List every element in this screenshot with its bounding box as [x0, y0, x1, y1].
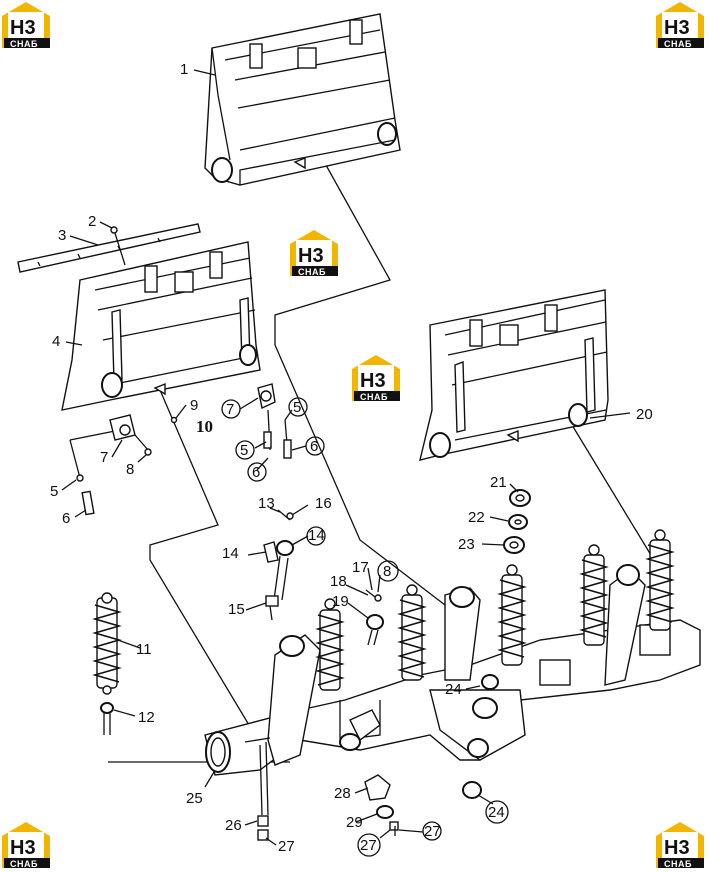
callout-21: 21: [490, 474, 507, 491]
callout-14-circled: 14: [308, 527, 325, 544]
callout-2: 2: [88, 213, 96, 230]
callout-11: 11: [136, 641, 152, 658]
brand-logo-top-right: H3 CHAБ: [656, 2, 704, 49]
svg-text:CHAБ: CHAБ: [664, 39, 692, 49]
spring-11: [92, 592, 122, 695]
callout-7: 7: [100, 449, 108, 466]
callout-18: 18: [330, 573, 347, 590]
callout-19: 19: [332, 593, 349, 610]
callout-24-circled: 24: [488, 804, 505, 821]
push-frame-25: [204, 564, 701, 816]
washer-stack: [503, 489, 531, 554]
callout-12: 12: [138, 709, 155, 726]
blade-20: [419, 289, 609, 461]
svg-text:H3: H3: [360, 370, 386, 392]
rod-12: [100, 702, 114, 735]
frame-springs: [315, 529, 675, 691]
callout-6: 6: [62, 510, 70, 527]
brand-logo-top-left: H3 CHAБ: [2, 2, 50, 49]
svg-text:CHAБ: CHAБ: [10, 39, 38, 49]
callout-7-circled: 7: [226, 401, 234, 418]
callout-13: 13: [258, 495, 275, 512]
svg-text:H3: H3: [298, 245, 324, 267]
lower-hardware: [257, 774, 482, 841]
callout-27-circled: 27: [360, 837, 377, 854]
link-parts-13-19: [263, 509, 384, 646]
callout-1: 1: [180, 61, 188, 78]
callout-circles: [221, 397, 509, 857]
callout-27-left: 27: [278, 838, 295, 855]
callout-5: 5: [50, 483, 58, 500]
callout-8: 8: [126, 461, 134, 478]
callout-22: 22: [468, 509, 485, 526]
callout-8-circled: 8: [383, 563, 391, 580]
callout-10: 10: [196, 417, 213, 436]
svg-text:CHAБ: CHAБ: [664, 859, 692, 869]
callout-16: 16: [315, 495, 332, 512]
brand-logo-bottom-left: H3 CHAБ: [2, 822, 50, 869]
callout-23: 23: [458, 536, 475, 553]
callout-17: 17: [352, 559, 369, 576]
callout-5-circled-left: 5: [240, 442, 248, 459]
svg-text:H3: H3: [664, 837, 690, 859]
callout-28: 28: [334, 785, 351, 802]
assembly-leader-lines: [108, 139, 661, 763]
callout-4: 4: [52, 333, 60, 350]
svg-text:CHAБ: CHAБ: [360, 392, 388, 402]
callout-15: 15: [228, 601, 245, 618]
callout-6-circled-right: 6: [310, 438, 318, 455]
cutting-edge-3: [17, 223, 201, 273]
callout-26: 26: [225, 817, 242, 834]
brand-logo-center: H3 CHAБ: [352, 355, 400, 402]
callout-25: 25: [186, 790, 203, 807]
callout-14: 14: [222, 545, 239, 562]
svg-text:H3: H3: [10, 17, 36, 39]
callout-labels: 1 2 3 4 5 6 7 8 9 10 7 5 5 6 6 11 12 13 …: [50, 61, 653, 855]
callout-20: 20: [636, 406, 653, 423]
center-hardware-group: [170, 383, 292, 459]
callout-3: 3: [58, 227, 66, 244]
blade-4: [61, 241, 261, 411]
left-hardware-group: [69, 414, 152, 516]
callout-9: 9: [190, 397, 198, 414]
brand-logo-bottom-right: H3 CHAБ: [656, 822, 704, 869]
blade-1: [204, 13, 401, 186]
callout-29: 29: [346, 814, 363, 831]
brand-logo-center-upper: H3 CHAБ: [290, 230, 338, 277]
svg-text:H3: H3: [664, 17, 690, 39]
svg-text:CHAБ: CHAБ: [298, 267, 326, 277]
callout-5-circled-right: 5: [293, 399, 301, 416]
callout-6-circled-left: 6: [252, 464, 260, 481]
callout-24: 24: [445, 681, 462, 698]
callout-27-right: 27: [424, 823, 441, 840]
svg-text:H3: H3: [10, 837, 36, 859]
svg-text:CHAБ: CHAБ: [10, 859, 38, 869]
